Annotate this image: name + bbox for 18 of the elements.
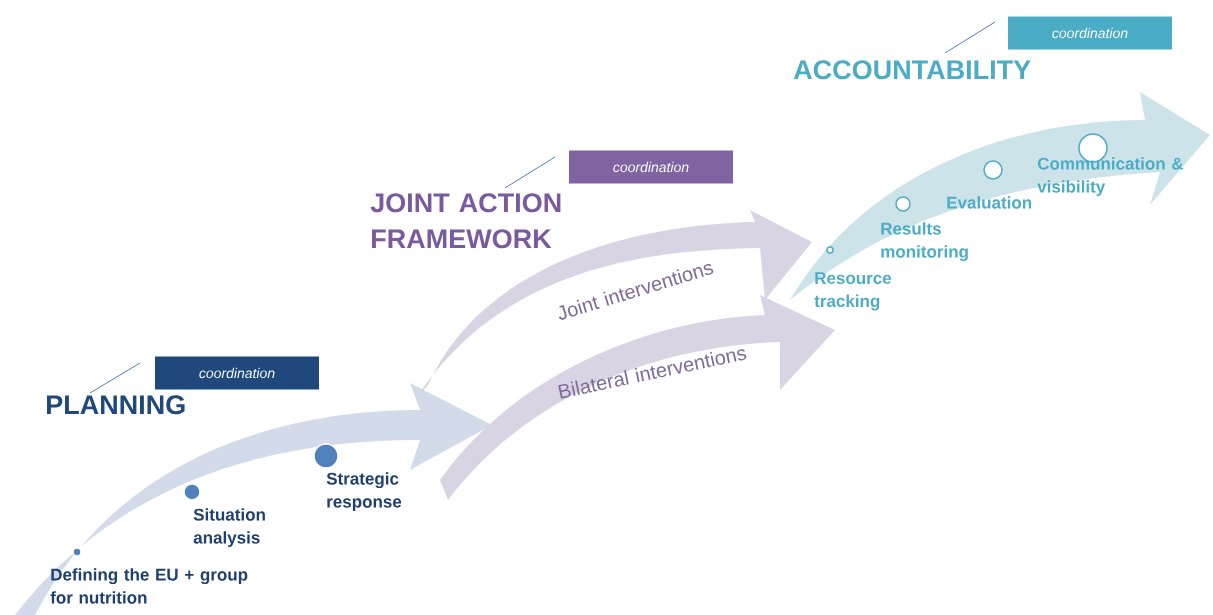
stage-heading: PLANNING (47, 395, 185, 415)
coordination-box: coordination (155, 356, 319, 390)
step-dot (983, 160, 1003, 180)
step-label: Evaluation (947, 196, 1032, 209)
step-dot (313, 443, 339, 469)
step-label: Strategic response (326, 472, 402, 512)
stage-heading: ACCOUNTABILITY (793, 60, 1031, 80)
step-label: Communication & visibility (1037, 157, 1184, 197)
stage-heading: JOINT ACTION FRAMEWORK (370, 193, 561, 249)
coordination-box: coordination (569, 150, 733, 184)
step-label: Defining the EU + group for nutrition (50, 568, 248, 604)
arrow-label: Bilateral interventions (558, 349, 747, 399)
step-dot (183, 483, 201, 501)
step-label: Results monitoring (881, 222, 968, 262)
step-dot (895, 196, 911, 212)
step-label: Resource tracking (814, 272, 892, 311)
step-label: Situation analysis (193, 508, 265, 548)
coordination-box: coordination (1008, 16, 1172, 50)
